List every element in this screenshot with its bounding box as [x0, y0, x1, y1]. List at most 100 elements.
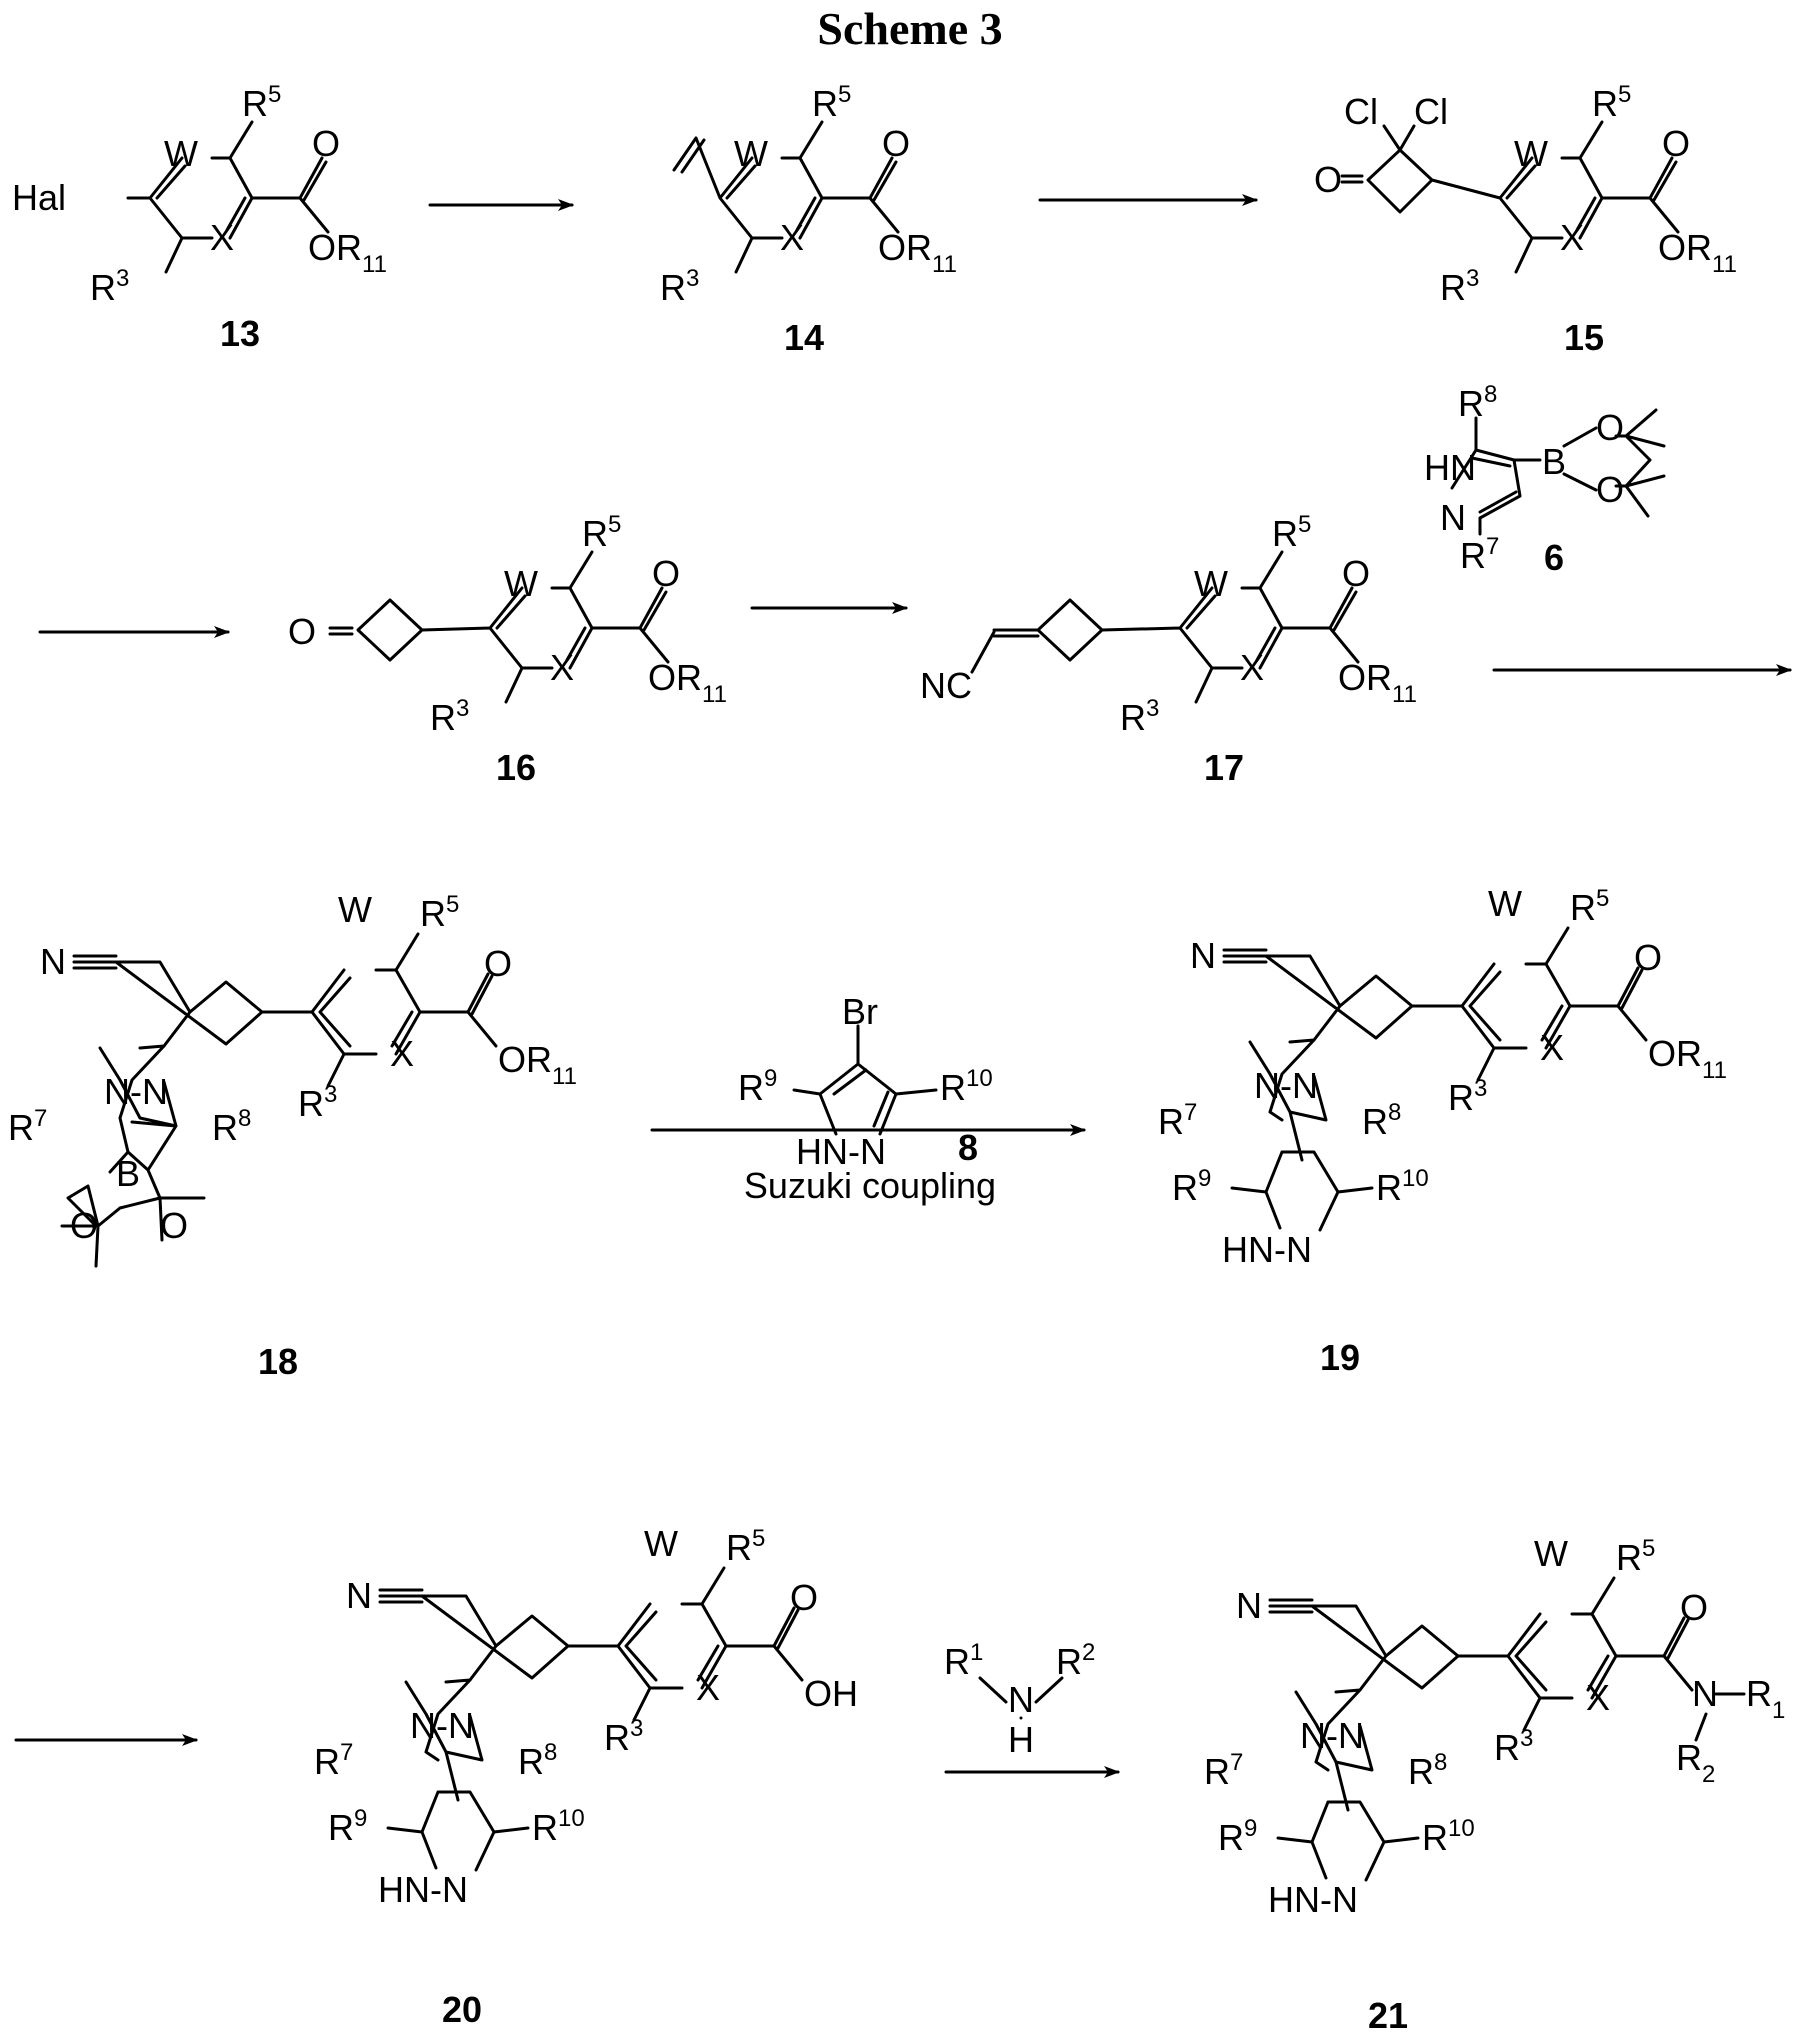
pyrazole-hnn: HN-N	[1268, 1879, 1358, 1920]
compound-14: W X R 5 R 3 O O R 11 14	[660, 81, 957, 358]
nitrile-n: N	[346, 1575, 372, 1616]
boronate-o-1: O	[1596, 407, 1624, 448]
reagent-6: HN N B O O R 8 R 7 6	[1424, 381, 1664, 578]
r5-label: R	[1592, 83, 1618, 124]
ester-o: O	[648, 657, 676, 698]
r3-label: R	[430, 697, 456, 738]
pyrazole-nn: N-N	[1254, 1065, 1318, 1106]
r5-sup: 5	[1642, 1535, 1655, 1562]
r9-label: R	[328, 1807, 354, 1848]
r10-sup: 10	[1448, 1815, 1475, 1842]
boronate-o-2: O	[1596, 469, 1624, 510]
hal-atom: Hal	[12, 177, 66, 218]
label-15: 15	[1564, 317, 1604, 358]
w-atom: W	[1488, 883, 1522, 924]
r8-label: R	[1458, 383, 1484, 424]
carbonyl-o: O	[1342, 553, 1370, 594]
pyrazole-nn: N-N	[1300, 1715, 1364, 1756]
x-atom: X	[780, 217, 804, 258]
r8-label: R	[518, 1741, 544, 1782]
pyrazole-nn: N-N	[410, 1705, 474, 1746]
x-atom: X	[1560, 217, 1584, 258]
boronate-o-1: O	[70, 1205, 98, 1246]
label-6: 6	[1544, 537, 1564, 578]
suzuki-coupling-label: Suzuki coupling	[744, 1165, 996, 1206]
r7-sup: 7	[1230, 1749, 1243, 1776]
r7-sup: 7	[340, 1739, 353, 1766]
r3-sup: 3	[456, 695, 469, 722]
compound-18: N N-N W X R 5 R 3 O O R 11 R 7 R 8 B O O…	[8, 889, 577, 1382]
r3-label: R	[90, 267, 116, 308]
r10-sup: 10	[1402, 1165, 1429, 1192]
r8-sup: 8	[1388, 1099, 1401, 1126]
ester-o: O	[1658, 227, 1686, 268]
r8-label: R	[212, 1107, 238, 1148]
cl-atom-1: Cl	[1344, 91, 1378, 132]
r7-label: R	[1158, 1101, 1184, 1142]
r1-sup: 1	[970, 1639, 983, 1666]
r5-label: R	[1616, 1537, 1642, 1578]
r10-label: R	[1422, 1817, 1448, 1858]
scheme-title: Scheme 3	[817, 3, 1002, 54]
r2-amide-sub: 2	[1702, 1761, 1715, 1788]
r10-sup: 10	[966, 1065, 993, 1092]
r11-sub: 11	[552, 1063, 577, 1090]
r3-sup: 3	[630, 1715, 643, 1742]
carbonyl-o: O	[790, 1577, 818, 1618]
r10-label: R	[940, 1067, 966, 1108]
nitrile-n: N	[1190, 935, 1216, 976]
r8-sup: 8	[238, 1105, 251, 1132]
carbonyl-o: O	[312, 123, 340, 164]
x-atom: X	[390, 1033, 414, 1074]
compound-17: NC W X R 5 R 3 O O R 11 17	[920, 511, 1417, 788]
r5-label: R	[812, 83, 838, 124]
r8-sup: 8	[1434, 1749, 1447, 1776]
label-19: 19	[1320, 1337, 1360, 1378]
r3-label: R	[604, 1717, 630, 1758]
r3-label: R	[298, 1083, 324, 1124]
carbonyl-o: O	[484, 943, 512, 984]
r3-label: R	[660, 267, 686, 308]
label-17: 17	[1204, 747, 1244, 788]
r7-label: R	[8, 1107, 34, 1148]
boron-atom: B	[1542, 441, 1566, 482]
nitrile-nc: NC	[920, 665, 972, 706]
compound-21: N N-N W X R 5 R 3 O N R 1 R 2 R 7 R 8 R …	[1204, 1533, 1785, 2036]
r9-label: R	[1218, 1817, 1244, 1858]
acid-oh: OH	[804, 1673, 858, 1714]
r1-amide-label: R	[1746, 1673, 1772, 1714]
r10-label: R	[532, 1807, 558, 1848]
r9-sup: 9	[354, 1805, 367, 1832]
r9-sup: 9	[1244, 1815, 1257, 1842]
r3-label: R	[1448, 1077, 1474, 1118]
label-14: 14	[784, 317, 824, 358]
x-atom: X	[1240, 647, 1264, 688]
pyrazole-hn: HN	[1424, 447, 1476, 488]
pyrazole-hnn: HN-N	[1222, 1229, 1312, 1270]
carbonyl-o: O	[652, 553, 680, 594]
ketone-o: O	[1314, 159, 1342, 200]
amide-n: N	[1692, 1673, 1718, 1714]
amine-h: H	[1008, 1719, 1034, 1760]
r7-sup: 7	[1184, 1099, 1197, 1126]
r10-sup: 10	[558, 1805, 585, 1832]
w-atom: W	[338, 889, 372, 930]
r11-sub: 11	[1702, 1057, 1727, 1084]
compound-16: O W X R 5 R 3 O O R 11 16	[288, 511, 727, 788]
r7-sup: 7	[1486, 533, 1499, 560]
r11-sub: 11	[1712, 251, 1737, 278]
label-20: 20	[442, 1989, 482, 2030]
ester-o: O	[1648, 1033, 1676, 1074]
r3-label: R	[1120, 697, 1146, 738]
r3-sup: 3	[324, 1081, 337, 1108]
r11-label: R	[906, 227, 932, 268]
r11-label: R	[526, 1039, 552, 1080]
r3-sup: 3	[1520, 1725, 1533, 1752]
pyrazole-hnn: HN-N	[378, 1869, 468, 1910]
r11-label: R	[1366, 657, 1392, 698]
label-8: 8	[958, 1127, 978, 1168]
r7-label: R	[314, 1741, 340, 1782]
r7-label: R	[1204, 1751, 1230, 1792]
nitrile-n: N	[40, 941, 66, 982]
r11-sub: 11	[362, 251, 387, 278]
